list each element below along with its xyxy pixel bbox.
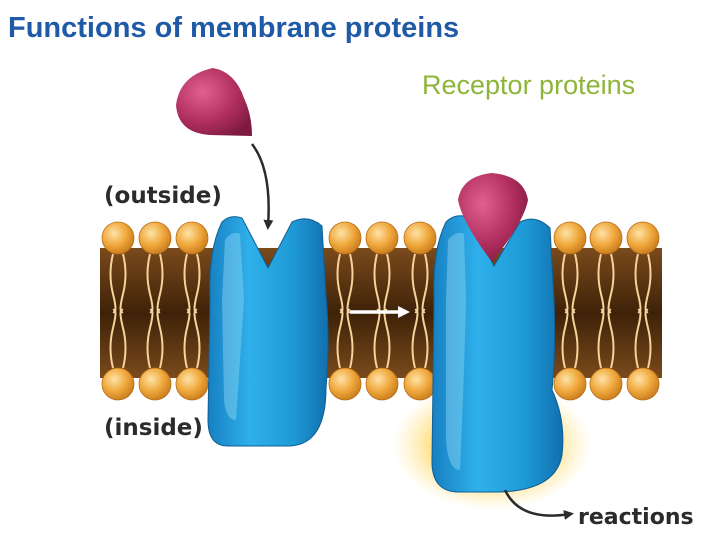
label-reactions: reactions xyxy=(578,505,694,530)
lipid-tail xyxy=(421,308,429,369)
lipid-tail xyxy=(156,308,164,369)
lipid-tail xyxy=(346,308,354,369)
label-inside: (inside) xyxy=(104,415,203,441)
lipid-tail xyxy=(193,308,201,369)
phospholipid-head xyxy=(553,221,587,255)
phospholipid-head xyxy=(101,367,135,401)
phospholipid-head xyxy=(365,221,399,255)
phospholipid-head xyxy=(626,221,660,255)
phospholipid-head xyxy=(101,221,135,255)
lipid-tail xyxy=(571,308,579,369)
lipid-tail xyxy=(597,308,605,369)
receptor-protein-inactive xyxy=(207,216,329,447)
subtitle-receptor-proteins: Receptor proteins xyxy=(422,70,636,100)
lipid-tail xyxy=(644,308,652,369)
phospholipid-head xyxy=(365,367,399,401)
phospholipid-head xyxy=(138,221,172,255)
lipid-tail xyxy=(561,308,569,369)
slide-title: Functions of membrane proteins xyxy=(8,12,460,44)
reactions-arrow xyxy=(503,489,574,520)
protein-highlight xyxy=(222,232,244,420)
lipid-tail xyxy=(146,308,154,369)
phospholipid-head xyxy=(589,221,623,255)
lipid-tails xyxy=(109,253,652,369)
phospholipid-head xyxy=(553,367,587,401)
phospholipid-head xyxy=(175,367,209,401)
phospholipid-head xyxy=(328,221,362,255)
lipid-tail xyxy=(634,308,642,369)
phospholipid-head xyxy=(175,221,209,255)
signal-molecule-bound xyxy=(458,173,528,262)
label-outside: (outside) xyxy=(104,183,222,209)
phospholipid-head xyxy=(328,367,362,401)
receptor-protein-active xyxy=(431,215,564,493)
binding-arrow xyxy=(251,143,274,230)
lipid-tail xyxy=(607,308,615,369)
protein-highlight xyxy=(446,232,466,470)
signal-molecule-free xyxy=(176,68,252,136)
phospholipid-heads xyxy=(101,221,660,401)
phospholipid-head xyxy=(138,367,172,401)
lipid-tail xyxy=(119,308,127,369)
phospholipid-head xyxy=(403,221,437,255)
lipid-tail xyxy=(411,308,419,369)
phospholipid-head xyxy=(589,367,623,401)
phospholipid-head xyxy=(626,367,660,401)
lipid-tail xyxy=(336,308,344,369)
lipid-tail xyxy=(183,308,191,369)
lipid-tail xyxy=(109,308,117,369)
